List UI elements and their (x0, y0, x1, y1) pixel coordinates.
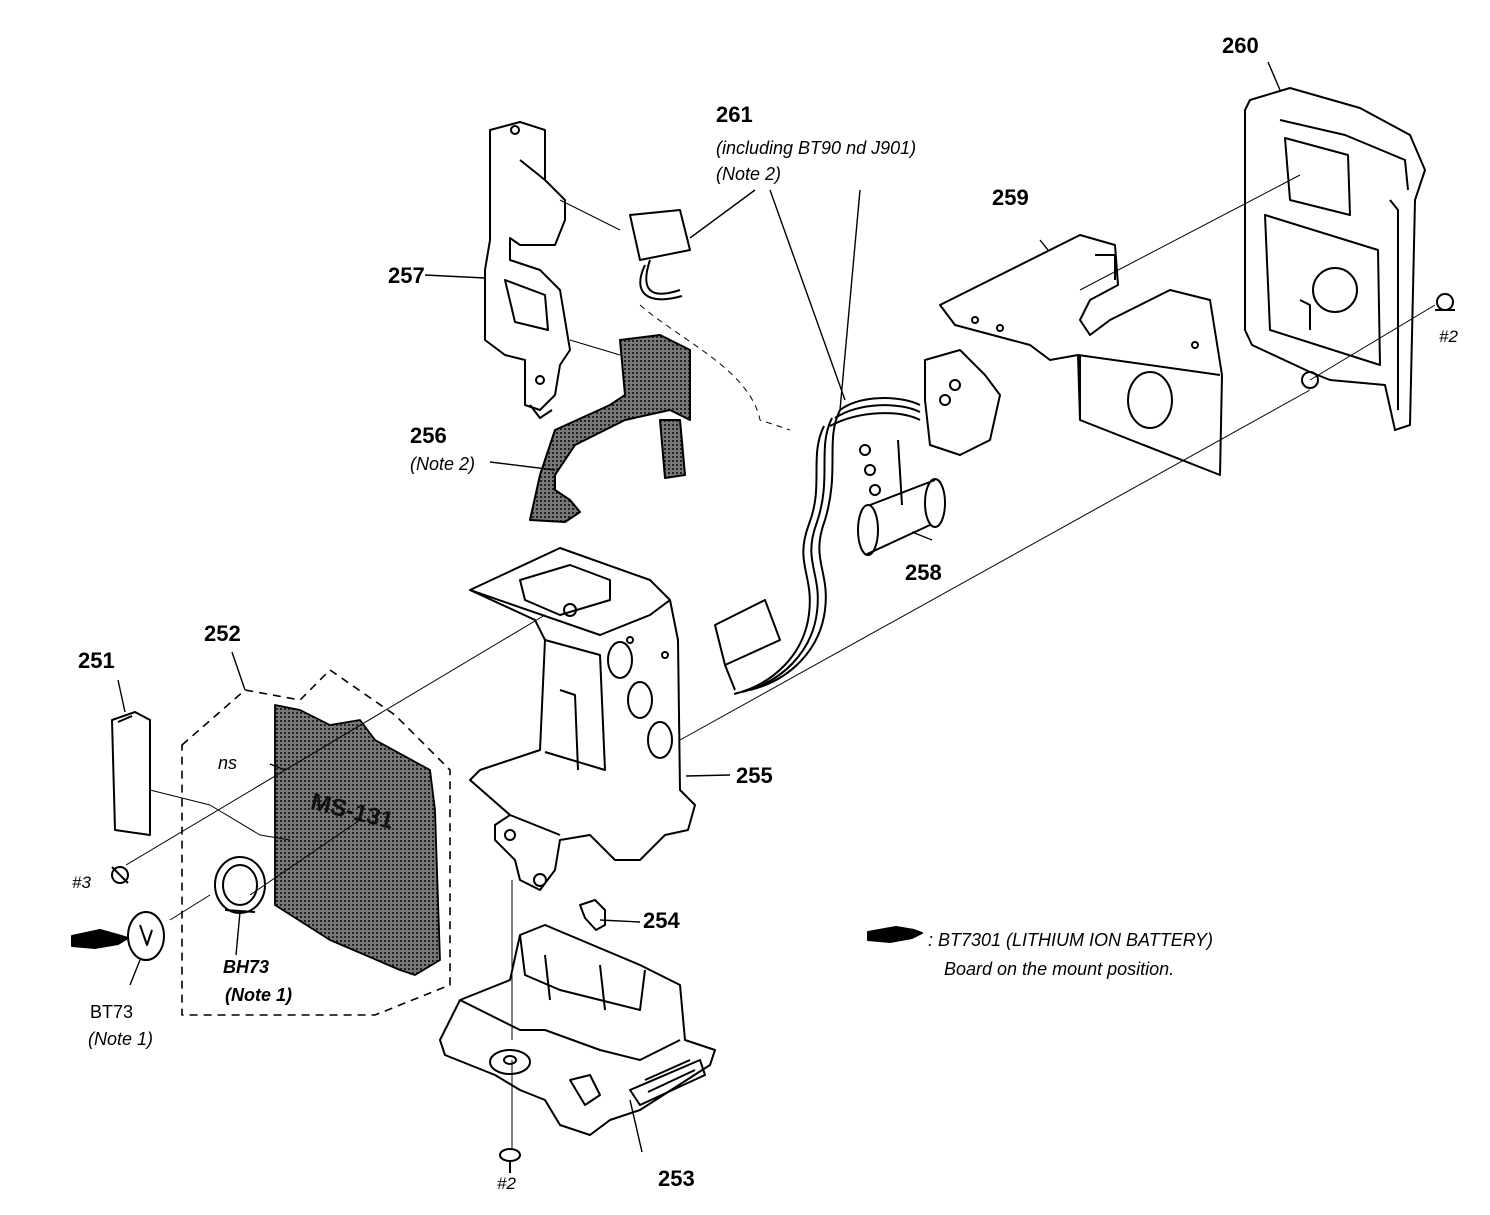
part-256-flex[interactable] (529, 334, 691, 523)
part-259-bracket (939, 234, 1223, 476)
part-254-clip (579, 899, 606, 931)
label-ns: ns (218, 753, 238, 773)
leader-lines (117, 61, 1281, 1153)
part-bh73-holder (214, 856, 266, 914)
part-258-cylinder (857, 439, 946, 556)
part-257-bracket (484, 121, 571, 419)
label-252: 252 (204, 621, 241, 646)
label-258: 258 (905, 560, 942, 585)
label-255: 255 (736, 763, 773, 788)
label-256-note: (Note 2) (410, 454, 476, 474)
part-bt73-coin (127, 911, 165, 961)
part-260-rear-frame (1244, 87, 1426, 431)
hand-pointer-icons (71, 926, 923, 949)
label-bt73: BT73 (90, 1002, 134, 1022)
label-251: 251 (78, 648, 115, 673)
label-bt73-note: (Note 1) (88, 1029, 154, 1049)
label-256: 256 (410, 423, 447, 448)
label-screw-3: #3 (72, 873, 91, 892)
part-253-base (439, 924, 716, 1136)
part-252-board-group (181, 669, 451, 1016)
legend-line-1: : BT7301 (LITHIUM ION BATTERY) (928, 930, 1214, 950)
label-261-note: (Note 2) (716, 164, 782, 184)
label-261-including: (including BT90 nd J901) (716, 138, 917, 158)
screw-icons (111, 293, 1455, 1173)
part-251-strip (111, 711, 151, 836)
label-261: 261 (716, 102, 753, 127)
legend-line-2: Board on the mount position. (944, 959, 1175, 979)
part-261-harness (629, 209, 1001, 695)
label-254: 254 (643, 908, 680, 933)
alignment-lines (125, 174, 1436, 1148)
label-bh73-note: (Note 1) (225, 985, 292, 1005)
label-259: 259 (992, 185, 1029, 210)
part-255-frame (469, 547, 696, 891)
label-screw-2-bottom: #2 (497, 1174, 516, 1193)
label-253: 253 (658, 1166, 695, 1191)
label-bh73: BH73 (223, 957, 270, 977)
label-screw-2-right: #2 (1439, 327, 1458, 346)
label-260: 260 (1222, 33, 1259, 58)
label-257: 257 (388, 263, 425, 288)
